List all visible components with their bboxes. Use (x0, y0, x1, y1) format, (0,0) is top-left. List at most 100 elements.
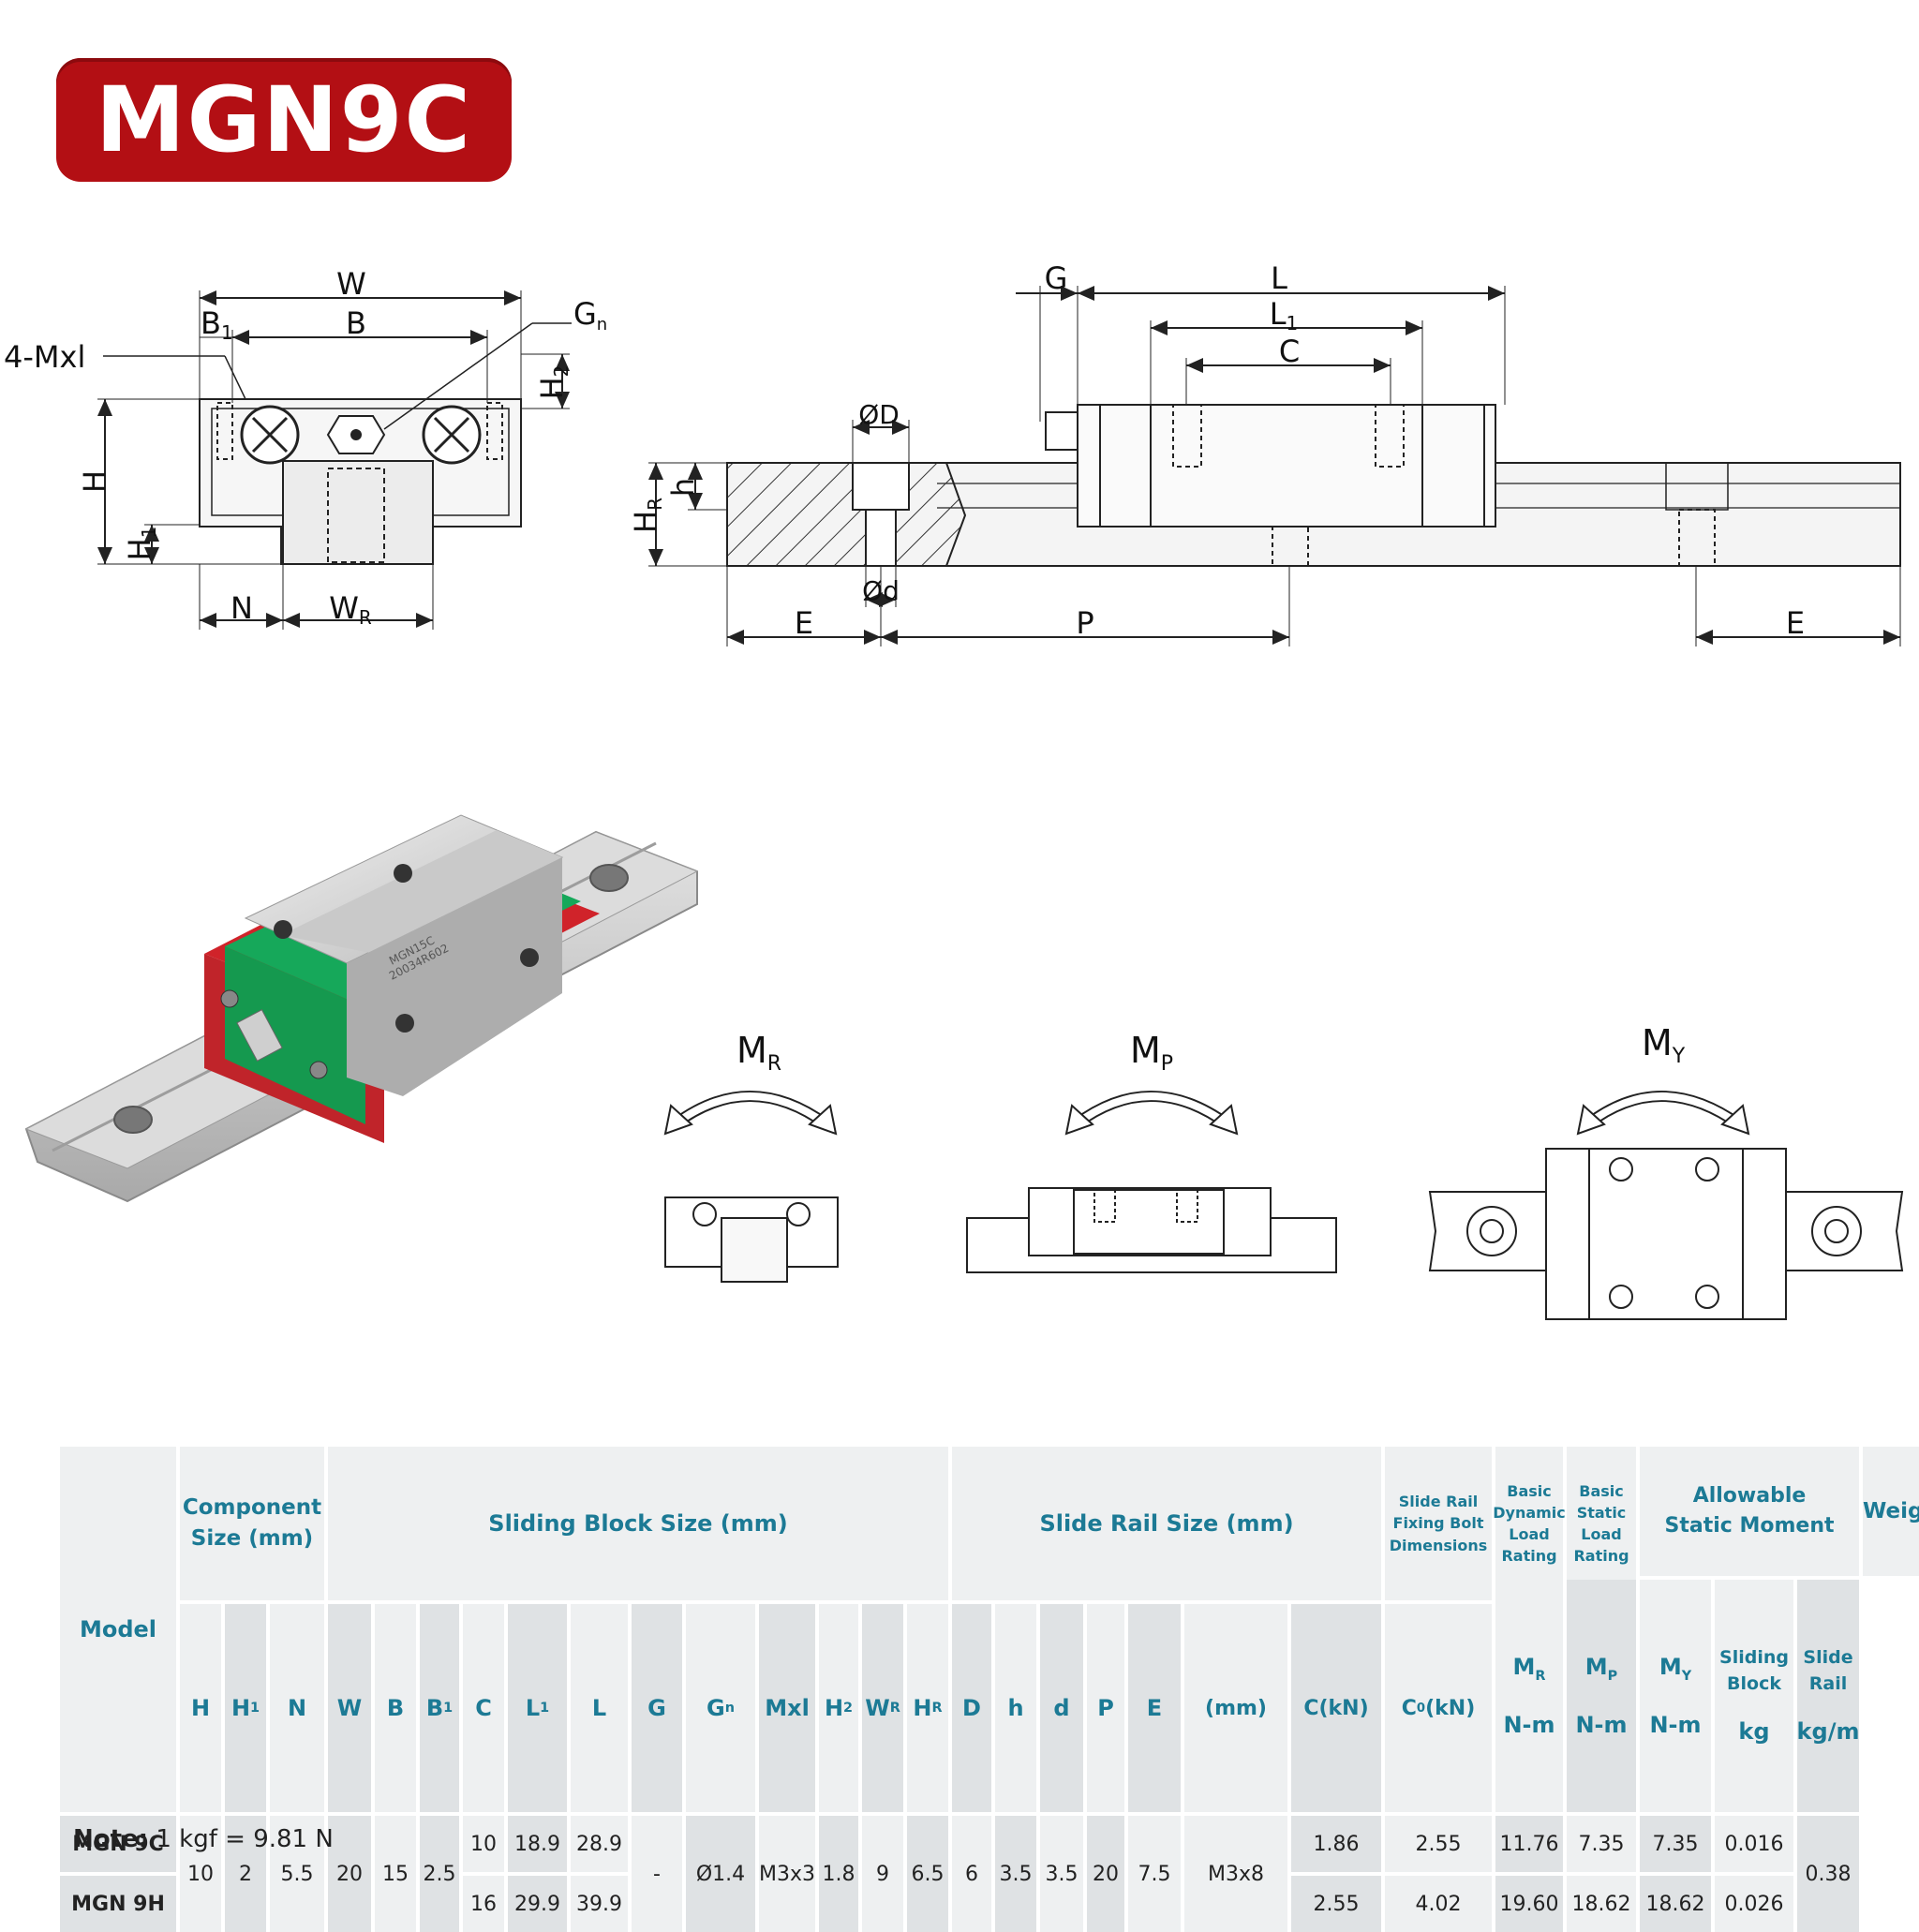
label-H1: H1 (122, 527, 160, 561)
row-model: MGN 9C (60, 1816, 176, 1872)
label-d: Ød (862, 575, 900, 606)
label-N: N (231, 590, 253, 626)
sym: G (647, 1695, 666, 1721)
cell-text: Slide Rail Size (mm) (1039, 1510, 1294, 1537)
shared-rail-weight: 0.38 (1797, 1816, 1859, 1932)
cell-text: 28.9 (576, 1832, 622, 1856)
header-line: Sliding (1719, 1646, 1789, 1668)
shared-hr: 6.5 (907, 1816, 948, 1932)
sym: H (824, 1695, 844, 1721)
note-text: 1 kgf = 9.81 N (156, 1825, 334, 1853)
th-unit-mm: (mm) (1184, 1604, 1287, 1812)
shared-b: 15 (375, 1816, 416, 1932)
shared-bolt: M3x8 (1184, 1816, 1287, 1932)
shared-h: 10 (180, 1816, 221, 1932)
label-HR: HR (628, 498, 666, 533)
cell-text: 3.5 (1045, 1862, 1079, 1886)
sym: G (707, 1695, 725, 1721)
shared-w: 20 (328, 1816, 371, 1932)
shared-h2: 1.8 (819, 1816, 858, 1932)
label-W: W (336, 266, 366, 302)
cell-text: 15 (382, 1862, 409, 1886)
header-line: Basic Static (1576, 1481, 1627, 1522)
cell-text: 16 (470, 1892, 497, 1916)
sym: B (425, 1695, 444, 1721)
header-line: Static Moment (1664, 1514, 1835, 1538)
product-photo: MGN15C 20034R602 (24, 814, 699, 1203)
sym: C (1401, 1696, 1417, 1720)
title-badge: MGN9C (56, 58, 512, 182)
sym-sub: Y (1681, 1668, 1692, 1684)
sym-sub: 2 (843, 1701, 854, 1716)
cell-text: 0.38 (1805, 1862, 1852, 1886)
cell-text: 5.5 (280, 1862, 314, 1886)
sym: h (1007, 1695, 1024, 1721)
label-4-mxl: 4-Mxl (4, 339, 85, 375)
header-line: Slide (1803, 1646, 1853, 1668)
cell-text: Ø1.4 (695, 1862, 746, 1886)
row-mp: 7.35 (1567, 1816, 1636, 1872)
row-mr: 19.60 (1495, 1876, 1563, 1932)
th-p: P (1087, 1604, 1124, 1812)
sym: M (1659, 1654, 1682, 1681)
cell-text: MGN 9H (71, 1892, 165, 1916)
row-l1: 18.9 (508, 1816, 567, 1872)
th-l: L (571, 1604, 628, 1812)
header-line: Dimensions (1389, 1536, 1488, 1554)
sym-sub: 1 (443, 1701, 454, 1716)
cell-text: 10 (470, 1832, 497, 1856)
row-l: 39.9 (571, 1876, 628, 1932)
header-line: Load Rating (1501, 1525, 1557, 1566)
label-L: L (1271, 260, 1287, 296)
cell-text: 39.9 (576, 1892, 622, 1916)
label-E-left: E (795, 605, 813, 641)
sym-sub: R (931, 1701, 943, 1716)
cell-text: 20 (1093, 1862, 1119, 1886)
moment-sym: MP (1585, 1654, 1617, 1684)
label-H: H (77, 470, 112, 493)
cell-text: 7.5 (1138, 1862, 1171, 1886)
front-view-labels: W B B1 Gn 4-Mxl H H1 H2 N WR (4, 266, 607, 629)
cell-text: 18.62 (1645, 1892, 1705, 1916)
label-D: ØD (858, 399, 900, 430)
cell-text: (mm) (1205, 1696, 1267, 1720)
cell-text: 1.8 (822, 1862, 855, 1886)
shared-mxl: M3x3 (759, 1816, 815, 1932)
note-label: Note: (73, 1825, 149, 1853)
cell-text: 29.9 (514, 1892, 560, 1916)
sym-sub: P (1607, 1668, 1618, 1684)
th-mxl: Mxl (759, 1604, 815, 1812)
th-d: D (952, 1604, 991, 1812)
row-my: 18.62 (1640, 1876, 1711, 1932)
shared-h1: 2 (225, 1816, 266, 1932)
cell-text: M3x8 (1208, 1862, 1264, 1886)
front-view-drawing (97, 290, 572, 630)
cell-text: C(kN) (1303, 1696, 1369, 1720)
sym-sub: 1 (250, 1701, 260, 1716)
row-model: MGN 9H (60, 1876, 176, 1932)
shared-e: 7.5 (1128, 1816, 1181, 1932)
row-dynamic: 2.55 (1291, 1876, 1381, 1932)
moment-diagrams (663, 1091, 1904, 1320)
sym: D (962, 1695, 981, 1721)
sym-sub: 1 (540, 1701, 550, 1716)
sym-sub: R (889, 1701, 900, 1716)
row-mp: 18.62 (1567, 1876, 1636, 1932)
th-unit-c: C(kN) (1291, 1604, 1381, 1812)
sym-tail: (kN) (1425, 1696, 1476, 1720)
sym-sub: R (1535, 1668, 1546, 1684)
sym: N (287, 1695, 307, 1721)
cell-text: 2.5 (423, 1862, 456, 1886)
cell-text: Weight (1863, 1499, 1919, 1523)
cell-text: Model (79, 1616, 157, 1642)
